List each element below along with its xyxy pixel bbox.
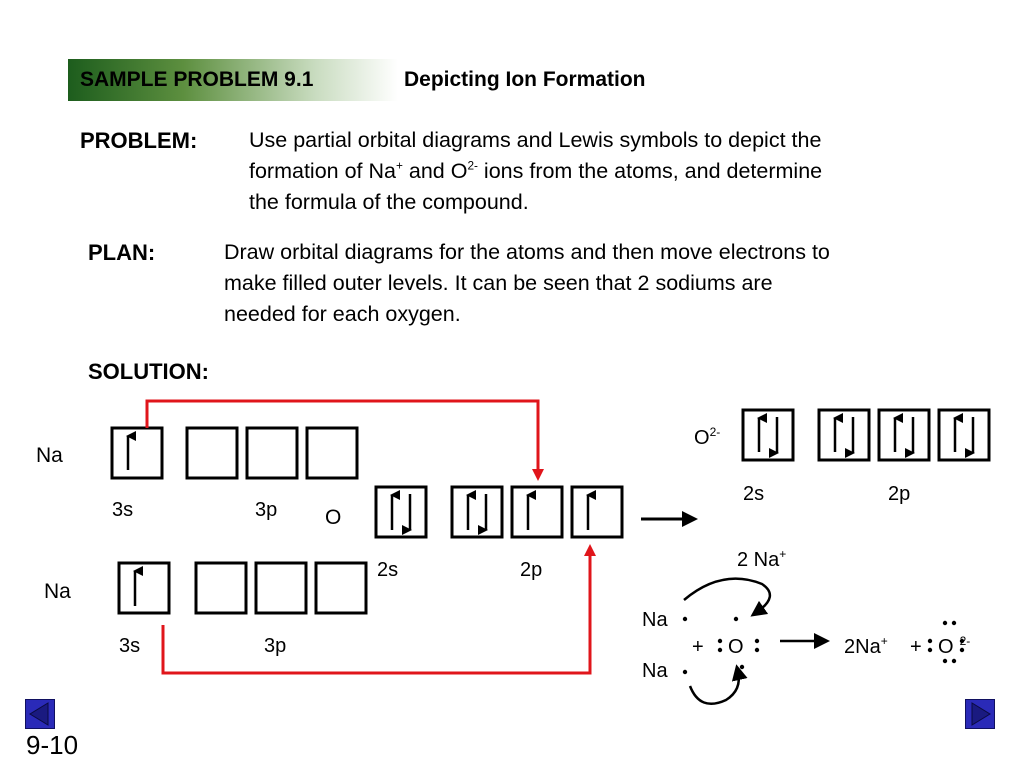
electron-transfer-arrow-top bbox=[145, 399, 544, 481]
oxide-2s-orbital bbox=[741, 408, 795, 462]
plan-line-1: Draw orbital diagrams for the atoms and … bbox=[224, 240, 830, 264]
problem-label: PROBLEM: bbox=[80, 128, 198, 153]
oxide-label: O2- bbox=[694, 425, 720, 449]
electron-transfer-arrow-bottom bbox=[161, 544, 596, 675]
o-2p-label: 2p bbox=[520, 559, 542, 581]
na-bottom-3p-orbital-1 bbox=[194, 561, 248, 615]
problem-line-1: Use partial orbital diagrams and Lewis s… bbox=[249, 128, 822, 152]
plan-line-3: needed for each oxygen. bbox=[224, 302, 461, 326]
previous-slide-button[interactable] bbox=[25, 699, 55, 729]
electron-dot bbox=[942, 658, 948, 664]
na-bottom-3p-orbital-2 bbox=[254, 561, 308, 615]
problem-line-2: formation of Na+ and O2- ions from the a… bbox=[249, 158, 823, 183]
page-title: Depicting Ion Formation bbox=[404, 68, 646, 91]
o-2s-orbital bbox=[374, 485, 428, 539]
na-top-3p-orbital-2 bbox=[245, 426, 299, 480]
electron-dot bbox=[951, 620, 957, 626]
oxide-2p-label: 2p bbox=[888, 483, 910, 505]
oxide-2p-orbital-2 bbox=[877, 408, 931, 462]
lewis-plus: + bbox=[692, 636, 704, 658]
electron-dot bbox=[959, 647, 965, 653]
lewis-na-top: Na bbox=[642, 609, 668, 631]
electron-dot bbox=[717, 647, 723, 653]
oxide-2p-orbital-3 bbox=[937, 408, 991, 462]
na-bottom-3p-orbital-3 bbox=[314, 561, 368, 615]
oxide-2p-orbital-1 bbox=[817, 408, 871, 462]
electron-dot bbox=[754, 647, 760, 653]
plan-text: Draw orbital diagrams for the atoms and … bbox=[224, 237, 830, 330]
electron-dot bbox=[682, 616, 688, 622]
na-bottom-label: Na bbox=[44, 580, 71, 603]
o-label: O bbox=[325, 506, 341, 529]
electron-dot bbox=[927, 638, 933, 644]
electron-dot bbox=[739, 664, 745, 670]
oxide-2s-label: 2s bbox=[743, 483, 764, 505]
triangle-right-icon bbox=[971, 702, 991, 726]
electron-dot bbox=[733, 616, 739, 622]
na-top-3s-orbital bbox=[110, 426, 164, 480]
product-sodium-ions: 2Na+ bbox=[844, 634, 888, 658]
plan-label: PLAN: bbox=[88, 240, 156, 265]
na-top-3p-label: 3p bbox=[255, 499, 277, 521]
na-top-3s-label: 3s bbox=[112, 499, 133, 521]
header-band bbox=[68, 59, 398, 101]
problem-line-3: the formula of the compound. bbox=[249, 190, 529, 214]
electron-dot bbox=[959, 638, 965, 644]
triangle-left-icon bbox=[29, 702, 49, 726]
next-slide-button[interactable] bbox=[965, 699, 995, 729]
problem-text: Use partial orbital diagrams and Lewis s… bbox=[249, 125, 822, 218]
na-bottom-3s-orbital bbox=[117, 561, 171, 615]
na-bottom-3s-label: 3s bbox=[119, 635, 140, 657]
electron-dot bbox=[682, 669, 688, 675]
sample-problem-label: SAMPLE PROBLEM 9.1 bbox=[80, 68, 314, 91]
solution-label: SOLUTION: bbox=[88, 359, 209, 384]
electron-dot bbox=[942, 620, 948, 626]
electron-dot bbox=[754, 638, 760, 644]
electron-dot bbox=[951, 658, 957, 664]
o-2p-orbital-1 bbox=[450, 485, 504, 539]
plan-line-2: make filled outer levels. It can be seen… bbox=[224, 271, 773, 295]
lewis-na-bottom: Na bbox=[642, 660, 668, 682]
product-plus: + bbox=[910, 636, 922, 658]
o-2p-orbital-2 bbox=[510, 485, 564, 539]
o-2p-orbital-3 bbox=[570, 485, 624, 539]
o-2s-label: 2s bbox=[377, 559, 398, 581]
na-top-label: Na bbox=[36, 444, 63, 467]
electron-curve-arrow-top bbox=[683, 577, 771, 617]
na-top-3p-orbital-3 bbox=[305, 426, 359, 480]
lewis-oxygen: O bbox=[728, 636, 744, 658]
two-na-ion-label: 2 Na+ bbox=[737, 547, 786, 571]
electron-dot bbox=[717, 638, 723, 644]
electron-dot bbox=[927, 647, 933, 653]
slide-number: 9-10 bbox=[26, 730, 79, 760]
electron-curve-arrow-bottom bbox=[688, 664, 748, 705]
na-top-3p-orbital-1 bbox=[185, 426, 239, 480]
na-bottom-3p-label: 3p bbox=[264, 635, 286, 657]
